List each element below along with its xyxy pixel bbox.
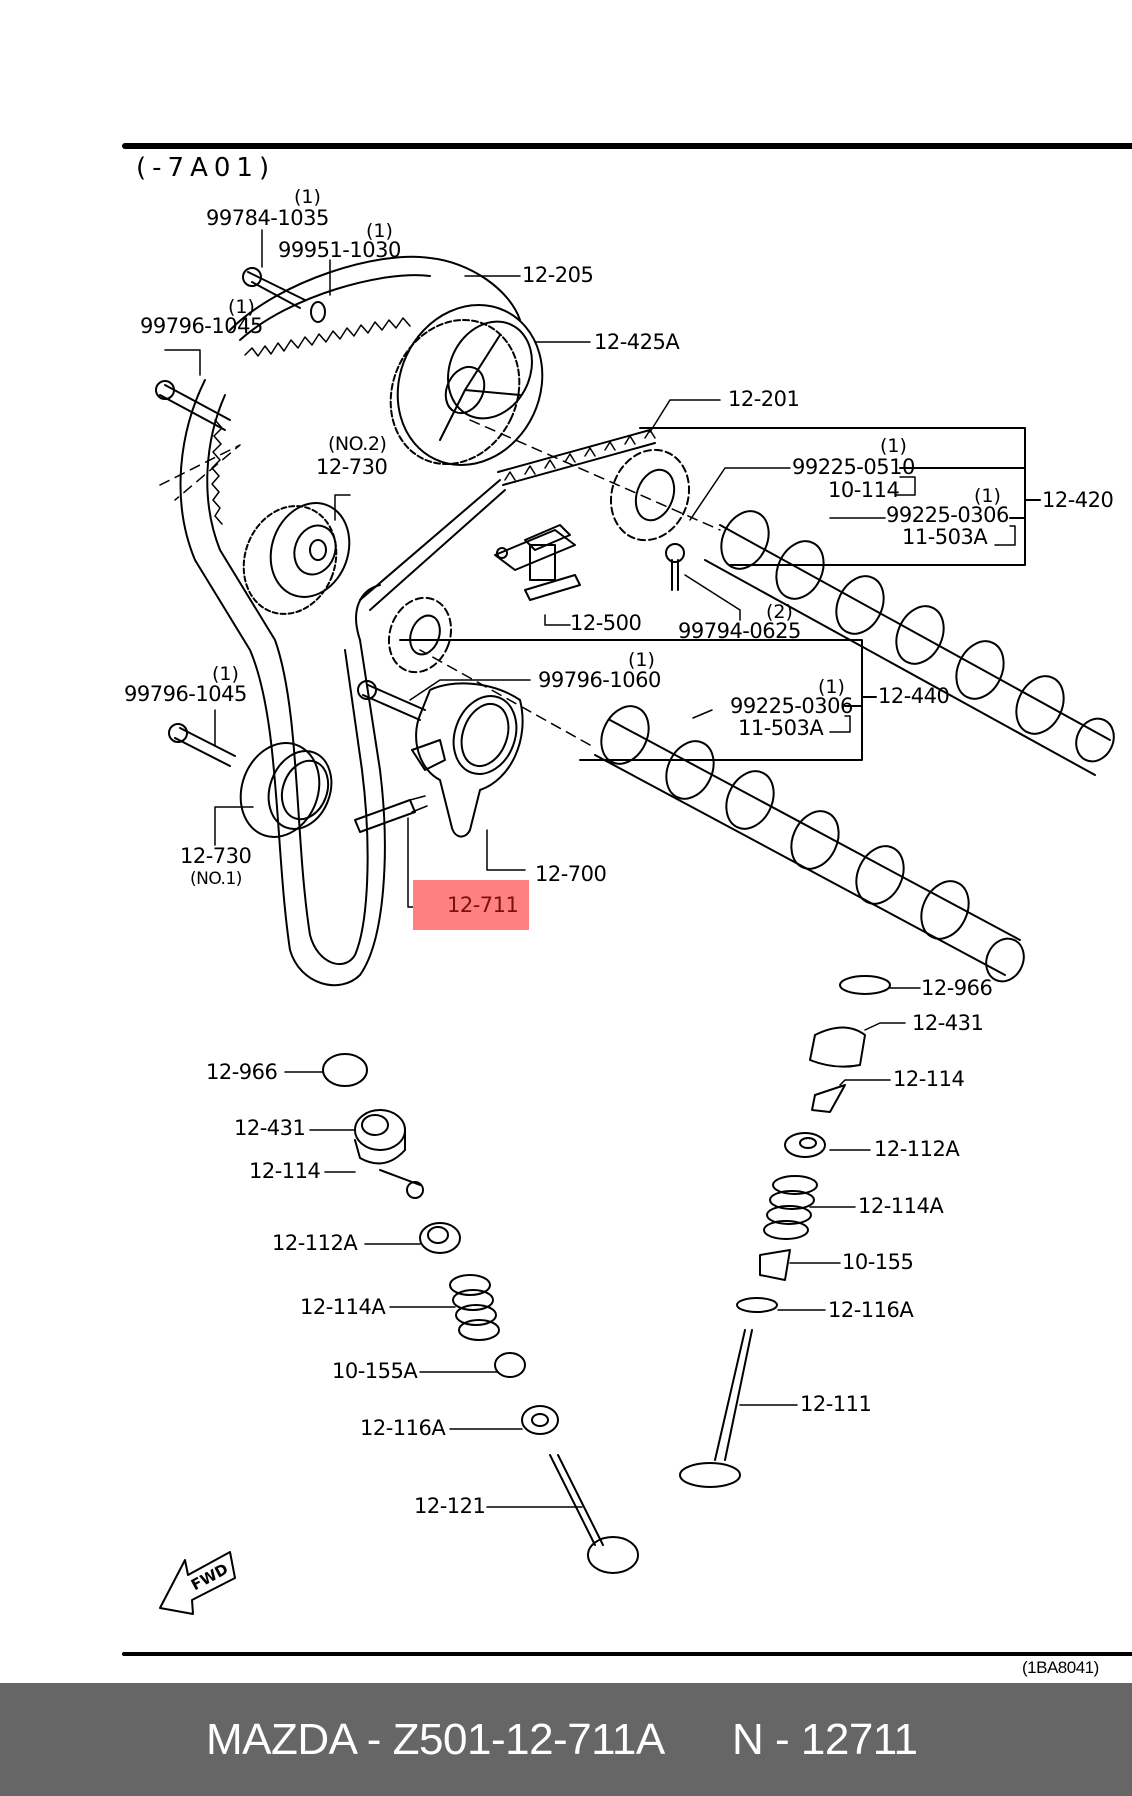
qty-99225-0510: (1)	[880, 435, 907, 457]
qty-99784-1035: (1)	[294, 186, 321, 208]
left-label-12-112A[interactable]: 12-112A	[272, 1231, 358, 1255]
qty-99796-1045-low: (1)	[212, 663, 239, 685]
highlighted-part-12-711[interactable]: 12-711	[413, 880, 529, 930]
label-12-711: 12-711	[447, 893, 519, 917]
label-10-114[interactable]: 10-114	[828, 478, 900, 502]
bracket-12-420	[639, 427, 1026, 566]
right-label-12-116A[interactable]: 12-116A	[828, 1298, 914, 1322]
valve-parts-left	[322, 1053, 639, 1574]
qty-99225-0306-a: (1)	[974, 485, 1001, 507]
label-12-700[interactable]: 12-700	[535, 862, 607, 886]
label-12-420[interactable]: 12-420	[1042, 488, 1114, 512]
label-12-425A[interactable]: 12-425A	[594, 330, 680, 354]
right-label-12-112A[interactable]: 12-112A	[874, 1137, 960, 1161]
cam-pulley	[389, 304, 544, 466]
label-99225-0306-b[interactable]: 99225-0306	[730, 694, 853, 718]
diagram-drawing	[122, 143, 1132, 1656]
label-11-503A-b[interactable]: 11-503A	[738, 716, 824, 740]
footer-brand-part-number: MAZDA - Z501-12-711A	[206, 1715, 665, 1764]
fwd-arrow	[159, 1551, 236, 1615]
left-label-12-114A[interactable]: 12-114A	[300, 1295, 386, 1319]
camshaft-intake	[704, 510, 1115, 776]
chain-tensioner	[494, 524, 581, 601]
label-99796-1045-top[interactable]: 99796-1045	[140, 314, 263, 338]
label-99794-0625[interactable]: 99794-0625	[678, 619, 801, 643]
right-label-12-966[interactable]: 12-966	[921, 976, 993, 1000]
belt-tensioner	[411, 682, 524, 838]
qty-99794-0625: (2)	[766, 601, 793, 623]
label-12-440[interactable]: 12-440	[878, 684, 950, 708]
cam-sprocket-lower	[387, 596, 453, 674]
right-label-12-431[interactable]: 12-431	[912, 1011, 984, 1035]
qty-99951-1030: (1)	[366, 220, 393, 242]
reference-code: (1BA8041)	[1022, 1658, 1099, 1677]
right-label-10-155[interactable]: 10-155	[842, 1250, 914, 1274]
note-12-730-no2: (NO.2)	[328, 433, 387, 455]
bracket-12-440	[399, 639, 863, 761]
qty-99225-0306-b: (1)	[818, 676, 845, 698]
right-label-12-114[interactable]: 12-114	[893, 1067, 965, 1091]
left-label-10-155A[interactable]: 10-155A	[332, 1359, 418, 1383]
footer-alt-part-number: N - 12711	[732, 1715, 918, 1764]
qty-99796-1045-top: (1)	[228, 296, 255, 318]
label-99225-0306-a[interactable]: 99225-0306	[886, 503, 1009, 527]
right-label-12-111[interactable]: 12-111	[800, 1392, 872, 1416]
label-12-201[interactable]: 12-201	[728, 387, 800, 411]
bolts	[155, 267, 685, 767]
timing-chain	[359, 429, 656, 611]
cam-sprocket-upper	[609, 448, 691, 542]
left-label-12-431[interactable]: 12-431	[234, 1116, 306, 1140]
label-11-503A-a[interactable]: 11-503A	[902, 525, 988, 549]
qty-99796-1060: (1)	[628, 649, 655, 671]
camshaft-exhaust	[594, 705, 1025, 983]
left-label-12-966[interactable]: 12-966	[206, 1060, 278, 1084]
parts-diagram: (-7A01) (1) 99784-1035 (1) 99951-1030 12…	[122, 143, 1132, 1677]
label-12-500[interactable]: 12-500	[570, 611, 642, 635]
label-12-205[interactable]: 12-205	[522, 263, 594, 287]
idler-pulley-no1	[239, 742, 333, 838]
label-99784-1035[interactable]: 99784-1035	[206, 206, 329, 230]
valve-parts-right	[679, 975, 891, 1488]
label-99951-1030[interactable]: 99951-1030	[278, 238, 401, 262]
right-label-12-114A[interactable]: 12-114A	[858, 1194, 944, 1218]
note-12-730-no1: (NO.1)	[190, 869, 242, 889]
left-label-12-114[interactable]: 12-114	[249, 1159, 321, 1183]
idler-pulley-no2	[242, 502, 351, 615]
left-label-12-121[interactable]: 12-121	[414, 1494, 486, 1518]
footer-bar: MAZDA - Z501-12-711A N - 12711	[0, 1683, 1132, 1796]
label-12-730-no1[interactable]: 12-730	[180, 844, 252, 868]
label-99796-1045-low[interactable]: 99796-1045	[124, 682, 247, 706]
left-label-12-116A[interactable]: 12-116A	[360, 1416, 446, 1440]
range-code: (-7A01)	[136, 153, 276, 183]
label-12-730-no2[interactable]: 12-730	[316, 455, 388, 479]
label-99225-0510[interactable]: 99225-0510	[792, 455, 915, 479]
label-99796-1060[interactable]: 99796-1060	[538, 668, 661, 692]
spring-pin-12-711	[354, 795, 428, 833]
